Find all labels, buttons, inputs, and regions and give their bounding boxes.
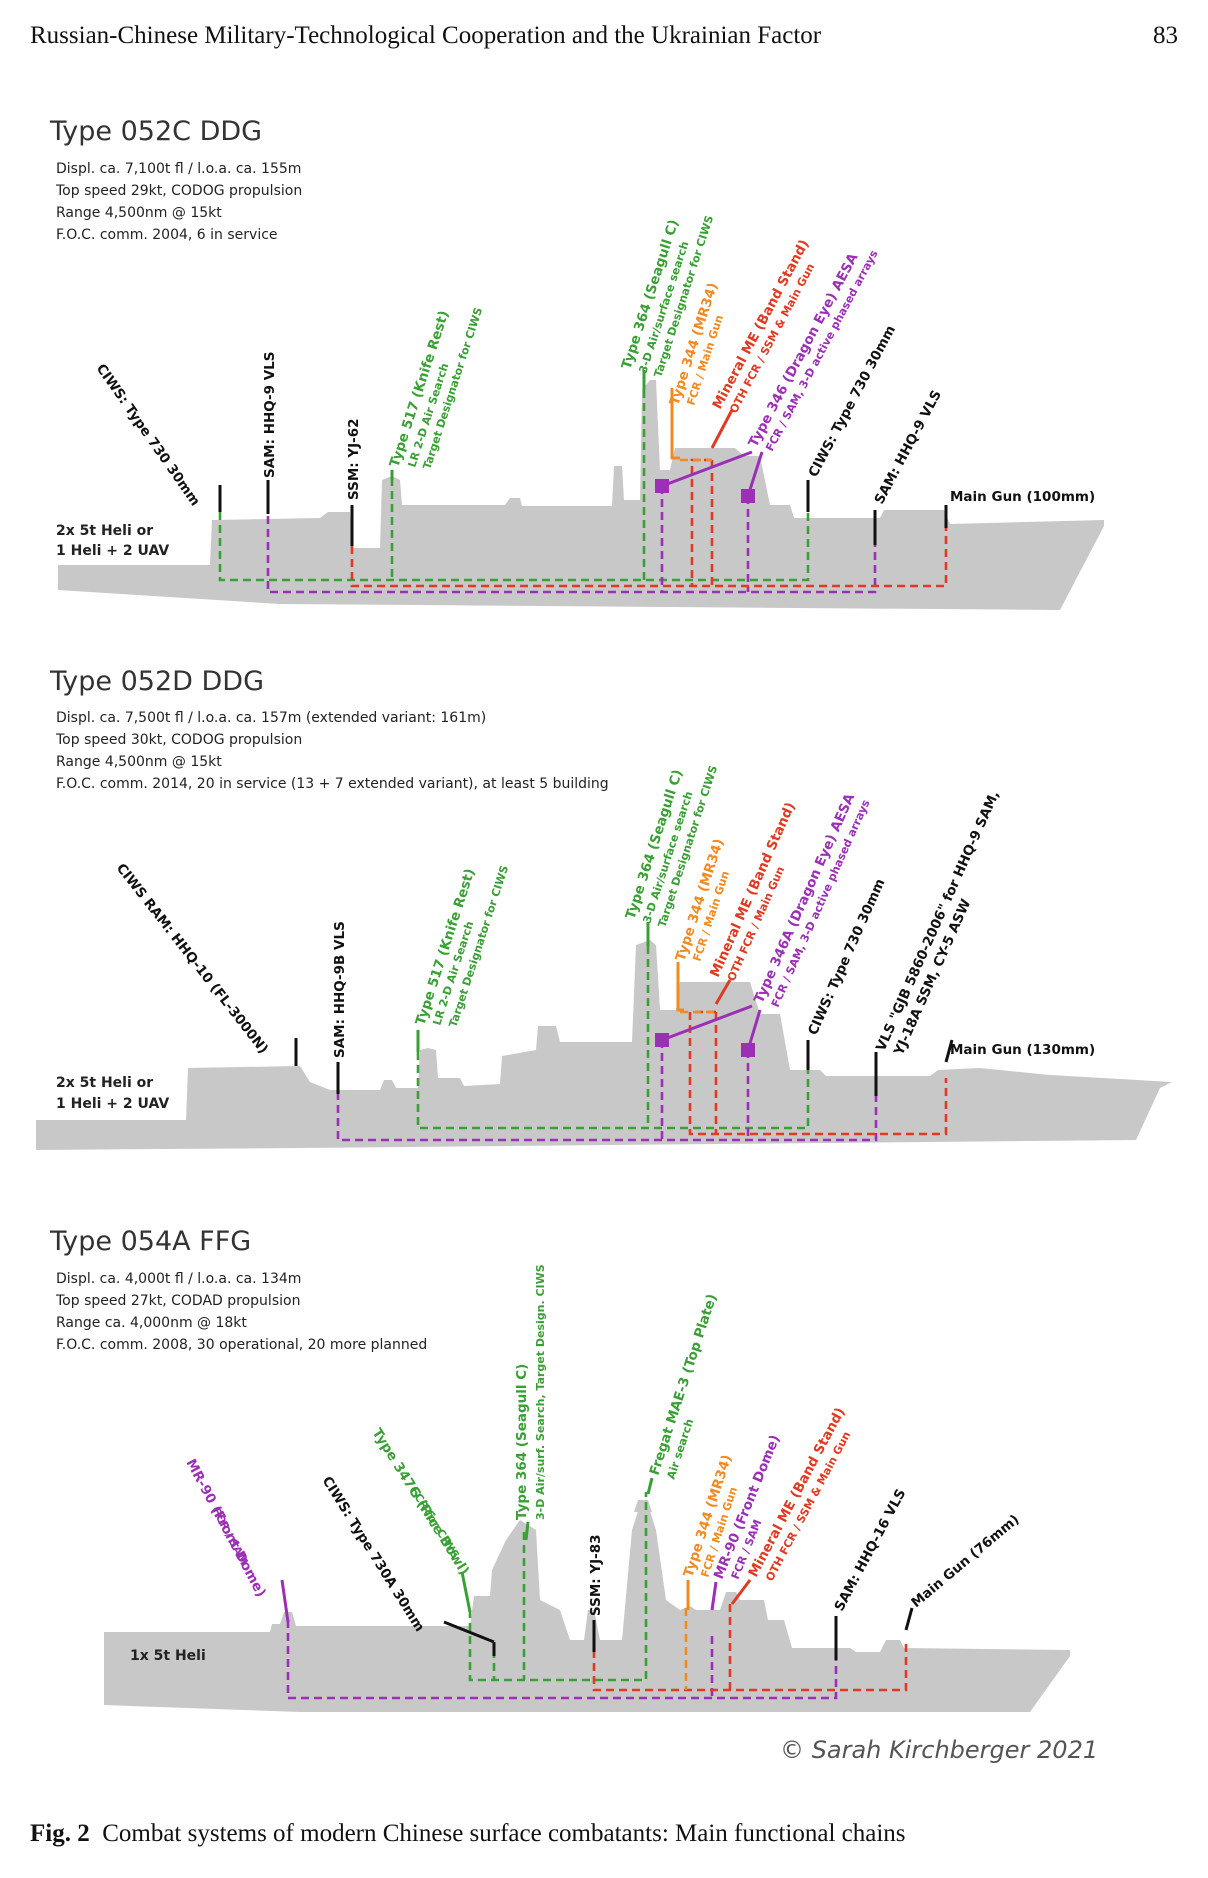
leader [904, 1607, 914, 1631]
leader [944, 1039, 954, 1063]
chain-purple [286, 1620, 838, 1700]
page-number: 83 [1153, 22, 1178, 49]
spec-line: Range 4,500nm @ 15kt [56, 205, 222, 221]
leader [676, 962, 684, 1012]
label-ssm: SSM: YJ-62 [346, 418, 362, 500]
label-sam: SAM: HHQ-16 VLS [831, 1486, 909, 1613]
ship-title: Type 052C DDG [49, 116, 262, 147]
spec-line: Displ. ca. 7,500t fl / l.o.a. ca. 157m (… [56, 710, 486, 726]
caption-label: Fig. 2 [30, 1820, 90, 1847]
running-title: Russian-Chinese Military-Technological C… [30, 22, 822, 49]
heli-note: 1 Heli + 2 UAV [56, 1096, 169, 1112]
chain-red [690, 458, 714, 586]
leader [710, 1581, 718, 1611]
spec-line: F.O.C. comm. 2008, 30 operational, 20 mo… [56, 1337, 427, 1353]
chain-green [416, 1052, 810, 1130]
heli-note: 1 Heli + 2 UAV [56, 543, 169, 559]
ship-silhouette [104, 1500, 1070, 1712]
array-marker [655, 1033, 669, 1047]
leader [710, 409, 734, 449]
label-ciws-aft: CIWS: Type 730 30mm [93, 361, 203, 509]
label-t347g-sub: FCR for CIWS [407, 1485, 461, 1561]
caption-text: Combat systems of modern Chinese surface… [102, 1820, 906, 1847]
label-t364-sub: 3-D Air/surf. Search, Target Design. CIW… [534, 1264, 547, 1520]
figure-caption: Fig. 2 Combat systems of modern Chinese … [30, 1820, 906, 1848]
chain-purple [660, 1040, 750, 1140]
chain-purple [660, 486, 750, 592]
array-marker [741, 489, 755, 503]
chain-red [350, 528, 948, 588]
leader [730, 1579, 752, 1605]
heli-note: 1x 5t Heli [130, 1648, 206, 1664]
leader [646, 1477, 654, 1495]
label-sam-aft: SAM: HHQ-9B VLS [332, 921, 348, 1058]
ship-052d-panel: Type 052D DDG Displ. ca. 7,500t fl / l.o… [36, 666, 1172, 1150]
chain-red [592, 1640, 908, 1692]
copyright-notice: © Sarah Kirchberger 2021 [780, 1736, 1098, 1764]
ship-054a-panel: Type 054A FFG Displ. ca. 4,000t fl / l.o… [49, 1226, 1098, 1764]
leader [460, 1571, 472, 1613]
mast-top [634, 1500, 652, 1512]
heli-note: 2x 5t Heli or [56, 523, 153, 539]
ship-title: Type 052D DDG [49, 666, 264, 697]
leader [443, 1620, 495, 1644]
label-main-gun: Main Gun (76mm) [908, 1512, 1022, 1612]
ship-052c-panel: Type 052C DDG Displ. ca. 7,100t fl / l.o… [49, 116, 1104, 610]
ship-silhouette [58, 380, 1104, 610]
ship-title: Type 054A FFG [49, 1226, 251, 1257]
spec-line: F.O.C. comm. 2014, 20 in service (13 + 7… [56, 776, 609, 792]
chain-purple [336, 1092, 878, 1142]
array-marker [655, 479, 669, 493]
leader [524, 1521, 530, 1541]
chain-green [218, 512, 810, 582]
spec-line: Displ. ca. 4,000t fl / l.o.a. ca. 134m [56, 1271, 301, 1287]
spec-line: Range 4,500nm @ 15kt [56, 754, 222, 770]
spec-line: Top speed 30kt, CODOG propulsion [55, 732, 302, 748]
spec-line: F.O.C. comm. 2004, 6 in service [56, 227, 278, 243]
leader [661, 450, 764, 497]
leader [714, 979, 732, 1005]
leader [280, 1579, 290, 1623]
label-mr90-aft-sub: FCR / SAM [209, 1505, 250, 1567]
combat-systems-figure: Type 052C DDG Displ. ca. 7,100t fl / l.o… [36, 116, 1172, 1764]
label-main-gun: Main Gun (100mm) [950, 489, 1095, 505]
label-ciws-ram: CIWS RAM: HHQ-10 (FL-3000N) [113, 861, 271, 1057]
label-vls: VLS "GJB 5860-2006" for HHQ-9 SAM, [873, 788, 1003, 1053]
spec-line: Displ. ca. 7,100t fl / l.o.a. ca. 155m [56, 161, 301, 177]
ship-silhouette [36, 940, 1172, 1150]
label-sam-fwd: SAM: HHQ-9 VLS [871, 388, 945, 507]
label-t364: Type 364 (Seagull C) [514, 1364, 530, 1520]
label-main-gun: Main Gun (130mm) [950, 1042, 1095, 1058]
spec-line: Top speed 29kt, CODOG propulsion [55, 183, 302, 199]
spec-line: Top speed 27kt, CODAD propulsion [55, 1293, 300, 1309]
spec-line: Range ca. 4,000nm @ 18kt [56, 1315, 247, 1331]
array-marker [741, 1043, 755, 1057]
chain-purple [266, 490, 877, 594]
label-ssm: SSM: YJ-83 [588, 1534, 604, 1616]
chain-green [468, 1492, 648, 1682]
label-sam-aft: SAM: HHQ-9 VLS [262, 352, 278, 479]
heli-note: 2x 5t Heli or [56, 1075, 153, 1091]
leader [670, 388, 680, 460]
